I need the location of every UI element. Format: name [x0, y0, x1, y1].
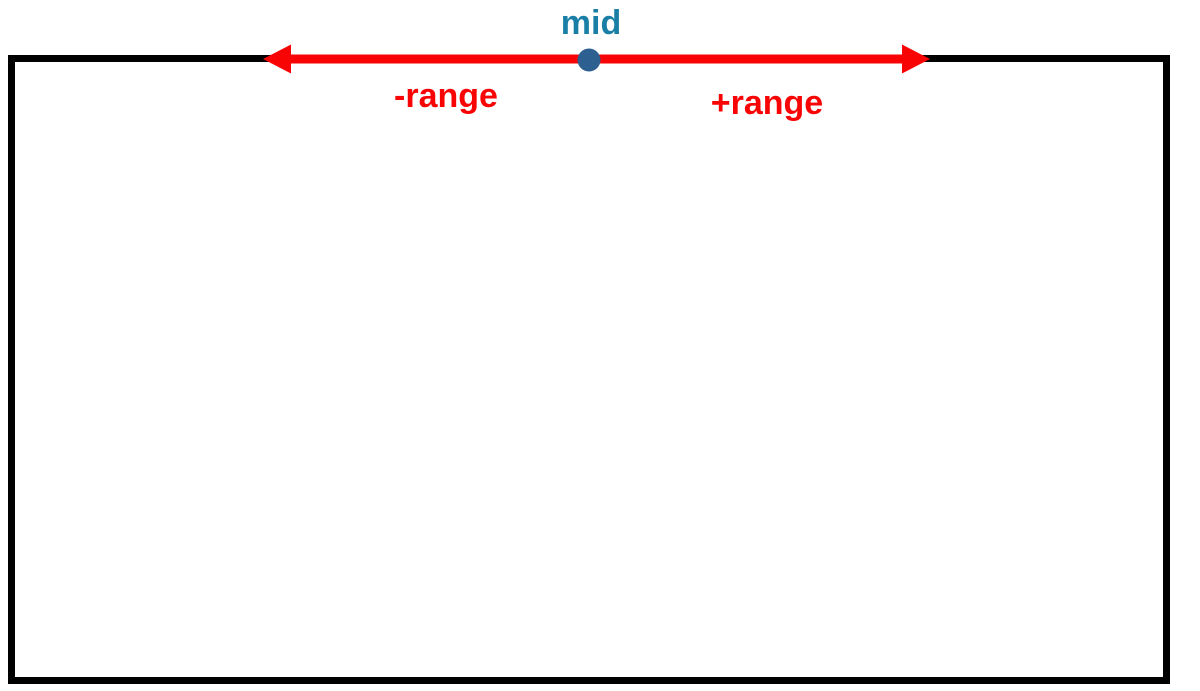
minus-range-label: -range — [394, 77, 498, 115]
plus-range-label: +range — [710, 84, 824, 122]
bounding-rectangle — [8, 55, 1170, 684]
mid-label: mid — [560, 4, 622, 42]
